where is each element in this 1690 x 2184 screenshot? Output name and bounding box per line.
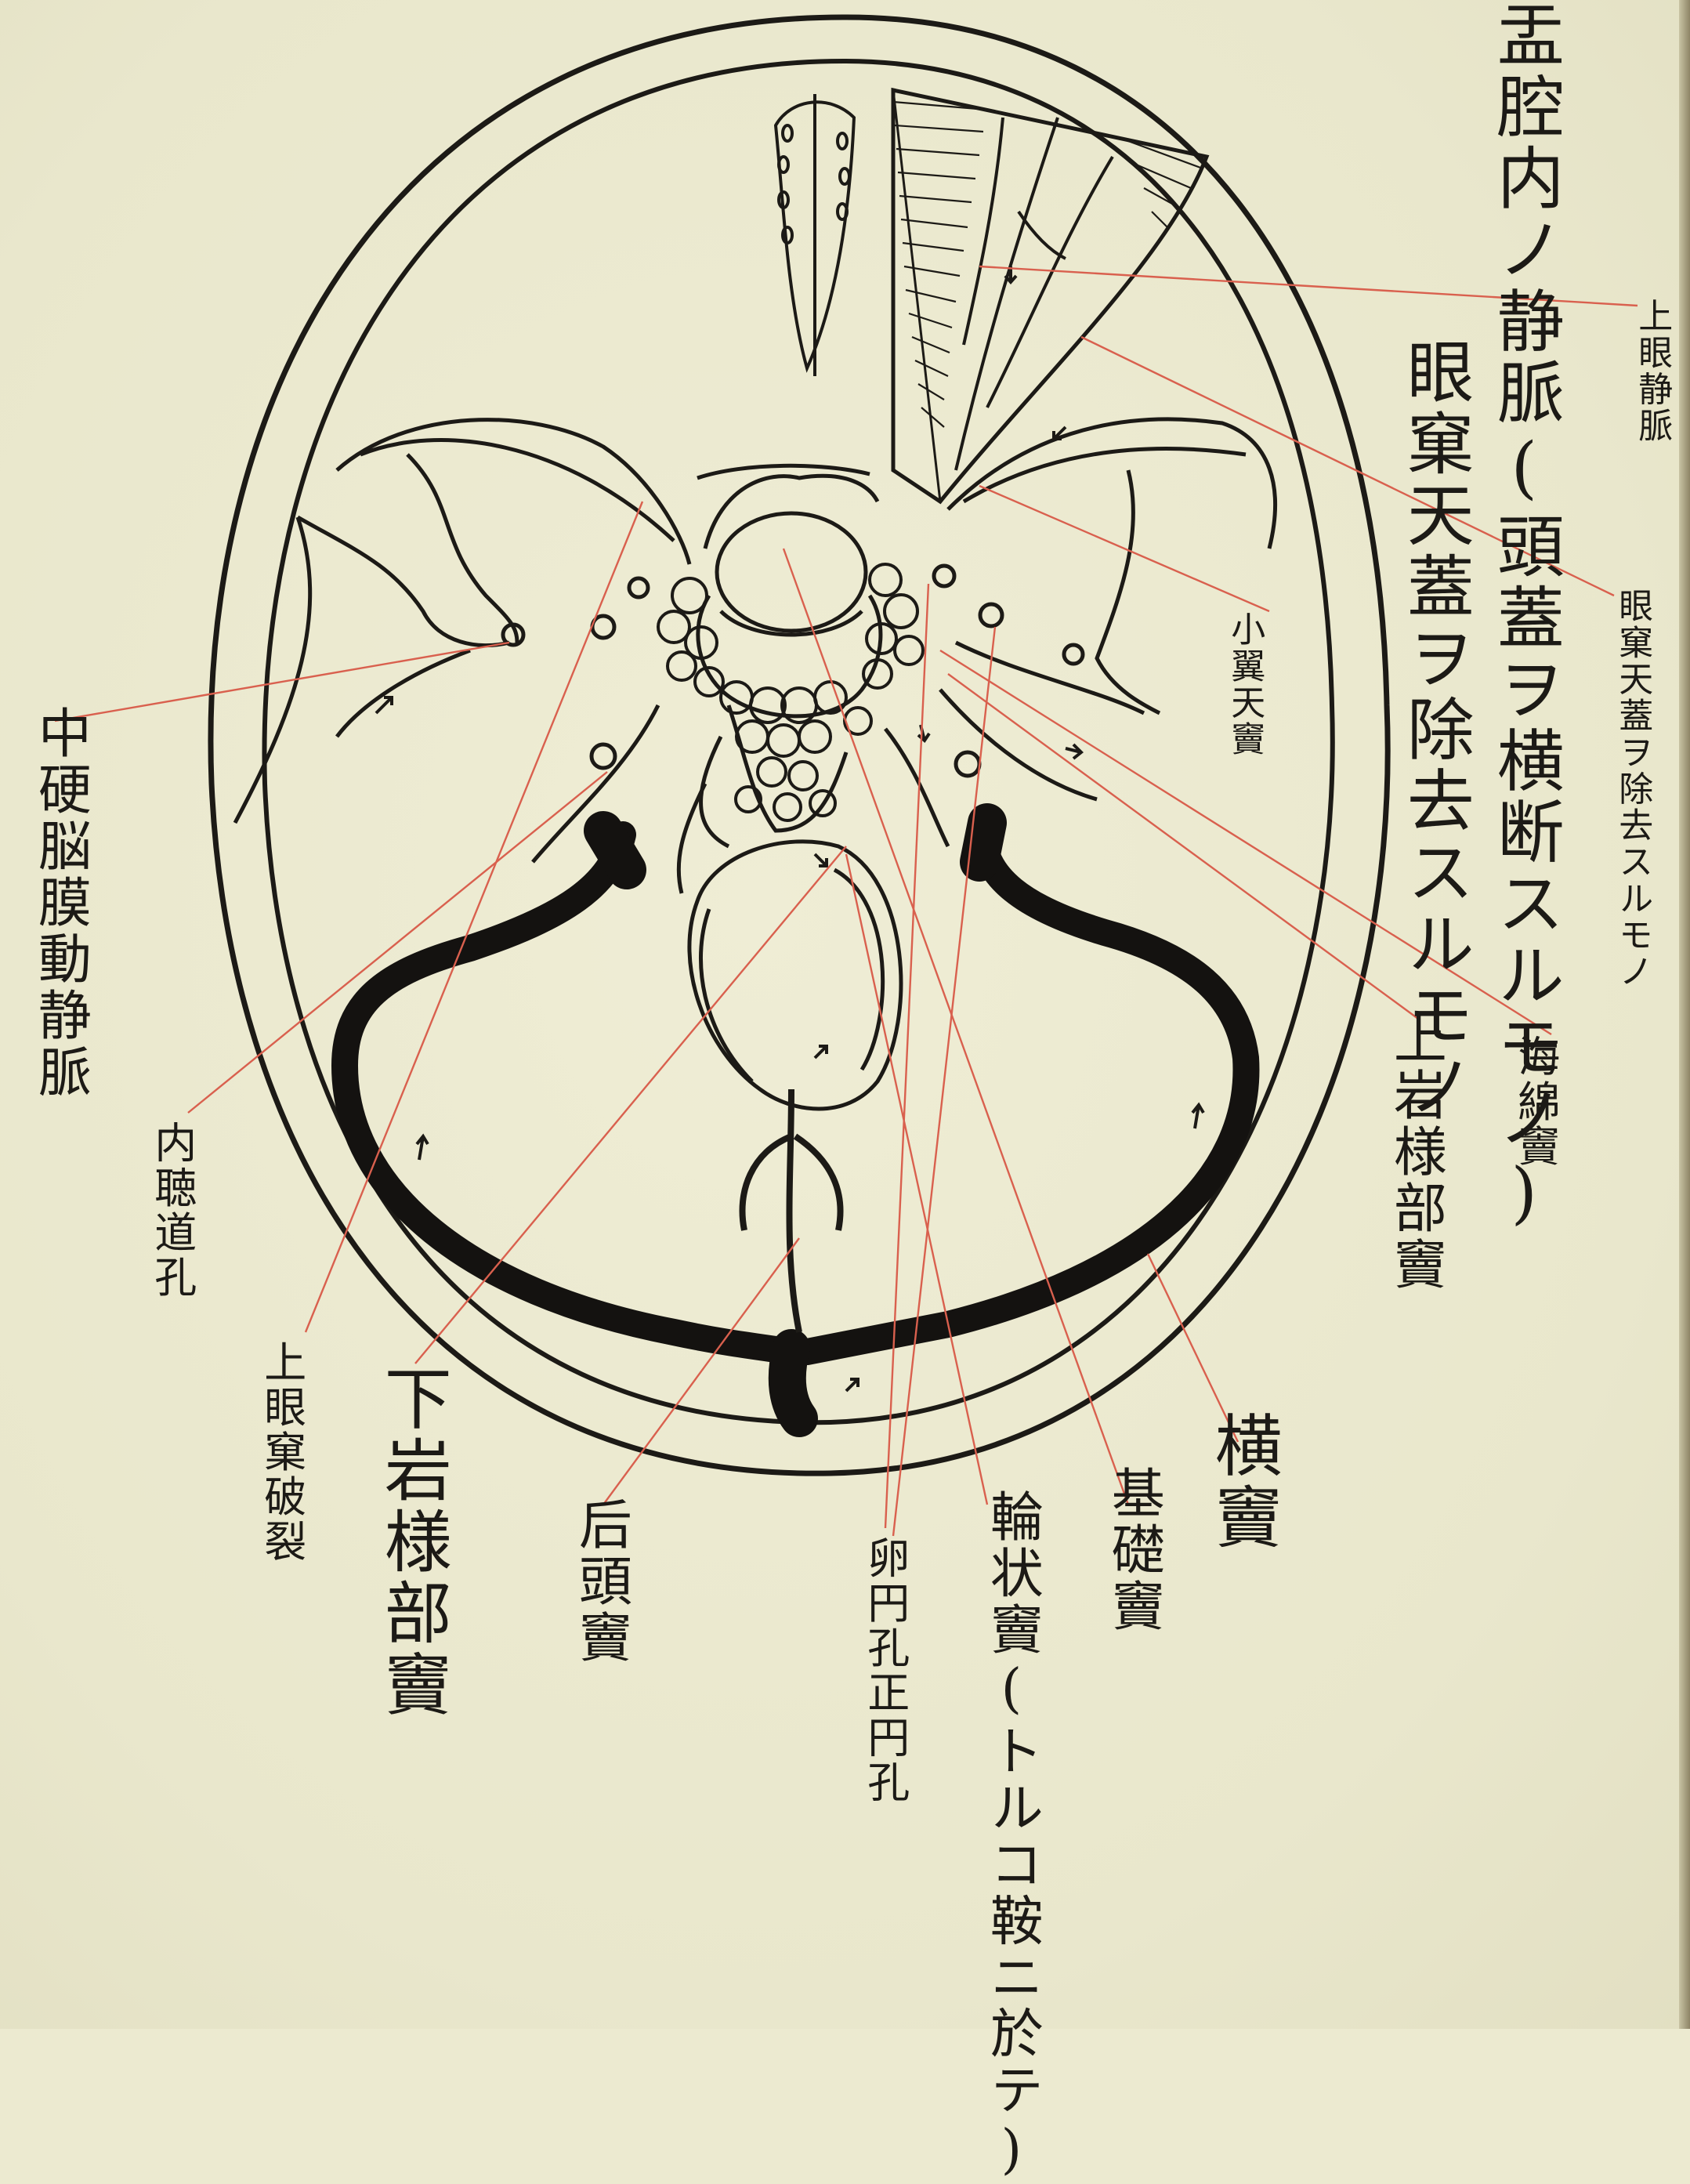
label-cavernous-sinus: 海綿竇 — [1512, 1034, 1557, 1169]
subtitle-label: 眼窠天蓋ヲ除去スルモノ — [1399, 337, 1469, 1042]
label-foramen-ovale-spinosum: 卵円孔正円孔 — [862, 1536, 907, 1805]
leader-sphenoparietal — [979, 486, 1269, 611]
leader-int-auditory — [188, 772, 607, 1113]
label-occipital-sinus: 后頭竇 — [572, 1497, 628, 1666]
leader-middle-meningeal — [55, 643, 509, 721]
label-circular-sinus: 輪状竇(トルコ鞍ニ於テ) — [983, 1489, 1039, 2184]
confluence-of-sinuses — [787, 1348, 799, 1418]
leader-circular — [846, 854, 987, 1505]
left-sinus-bulb — [603, 831, 627, 870]
label-basilar-sinus: 基礎竇 — [1105, 1465, 1160, 1635]
label-sphenoparietal-sinus: 小翼天竇 — [1226, 611, 1262, 758]
label-int-auditory-meatus: 内聴道孔 — [149, 1121, 194, 1300]
leader-foramen-spinosum — [885, 584, 928, 1528]
label-transverse-sinus: 横竇 — [1207, 1411, 1277, 1553]
title-label: 盂腔内ノ静脈(頭蓋ヲ横断スルモノ) — [1489, 0, 1559, 1019]
foramen-magnum — [689, 842, 901, 1109]
label-middle-meningeal-vein: 中硬脳膜動静脈 — [31, 705, 87, 1128]
leader-sup-orbital-fissure — [306, 502, 642, 1332]
label-inf-petrosal-sinus: 下岩様部竇 — [376, 1364, 447, 1721]
cavernous-sinus-mesh — [658, 564, 923, 820]
transverse-sinus-left — [345, 835, 791, 1352]
label-sup-orbital-fissure: 上眼窠破裂 — [259, 1340, 303, 1564]
label-sup-petrosal-sinus: 上岩様部竇 — [1387, 1011, 1442, 1293]
leader-inf-petrosal — [415, 846, 846, 1364]
label-sup-ophthalmic-vein: 上眼静脈 — [1634, 298, 1670, 444]
label-orbital-roof-removed: 眼窠天蓋ヲ除去スルモノ — [1614, 588, 1650, 990]
cribriform-plate — [776, 94, 854, 376]
right-sinus-bulb — [979, 823, 987, 862]
